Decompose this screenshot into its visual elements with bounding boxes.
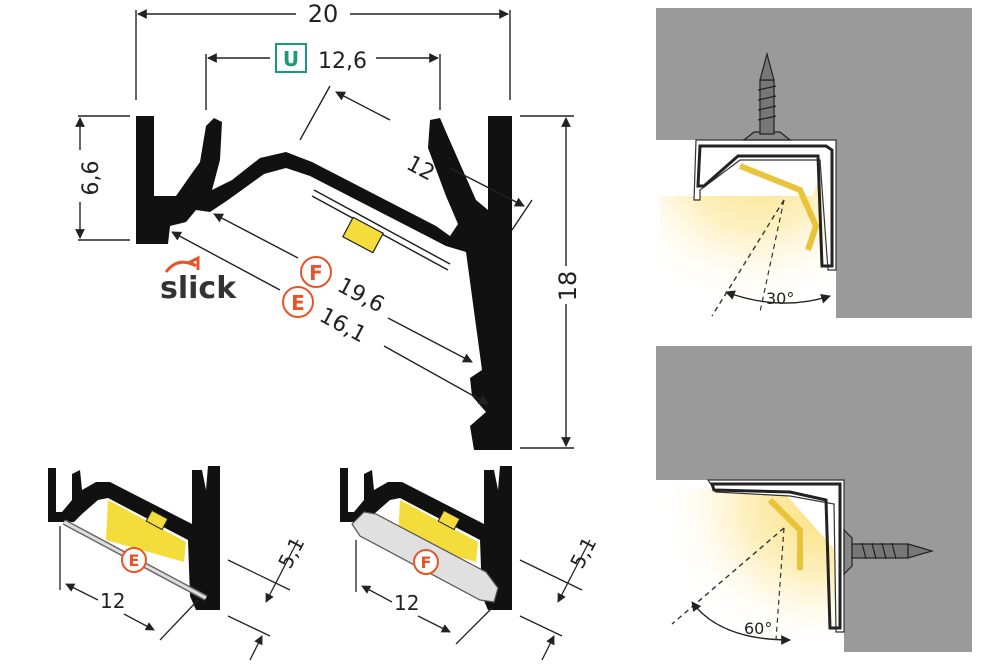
- badge-f: F: [300, 256, 332, 288]
- badge-f-detail-letter: F: [421, 553, 432, 572]
- detail-e-height: 5,1: [273, 533, 309, 572]
- detail-f-height: 5,1: [565, 533, 601, 572]
- angle-ceiling: 30°: [766, 289, 794, 308]
- badge-e-letter: E: [291, 291, 305, 315]
- badge-u-letter: U: [283, 47, 299, 71]
- led-chip: [342, 216, 384, 254]
- profile-body: [136, 116, 512, 450]
- main-profile: [136, 116, 512, 450]
- badge-e-detail-letter: E: [129, 551, 140, 570]
- brand-logo: slick: [160, 255, 237, 306]
- wall-mount-scene: [656, 346, 972, 652]
- dim-height-side: 6,6: [79, 161, 104, 196]
- badge-f-letter: F: [309, 261, 323, 285]
- dim-height-total: 18: [554, 271, 582, 302]
- detail-e-width: 12: [100, 589, 125, 613]
- ceiling-mount-scene: [656, 8, 972, 318]
- dimension-lines: [75, 9, 574, 449]
- screw-top-icon: [742, 51, 792, 141]
- detail-f-dims: [355, 539, 591, 661]
- badge-e: E: [282, 286, 314, 318]
- screw-side-icon: [843, 528, 935, 576]
- detail-f-width: 12: [394, 591, 419, 615]
- dim-width-inner: 12,6: [318, 49, 367, 74]
- badge-e-detail: E: [121, 547, 147, 573]
- badge-f-detail: F: [413, 549, 439, 575]
- badge-u: U: [275, 43, 307, 73]
- brand-swoosh-icon: [164, 255, 200, 273]
- brand-text: slick: [160, 271, 237, 306]
- detail-e-dims: [59, 526, 299, 661]
- angle-wall: 60°: [744, 619, 772, 638]
- dim-width-total: 20: [308, 0, 339, 28]
